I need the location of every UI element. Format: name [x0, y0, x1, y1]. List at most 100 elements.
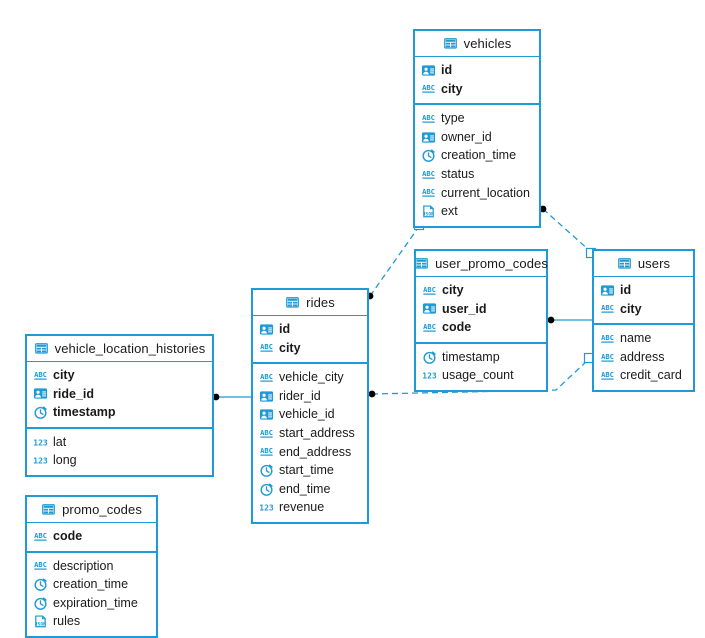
svg-text:JSON: JSON: [35, 622, 46, 628]
svg-text:ABC: ABC: [601, 303, 614, 312]
field-label: revenue: [279, 500, 325, 515]
svg-text:ABC: ABC: [601, 333, 614, 342]
column-creation_time[interactable]: creation_time: [27, 575, 156, 594]
primary-key-city[interactable]: ABC city: [594, 300, 693, 319]
abc-icon: ABC: [260, 372, 273, 382]
edge-line: [369, 227, 419, 297]
abc-icon: ABC: [34, 531, 47, 541]
svg-text:ABC: ABC: [34, 560, 47, 569]
entity-title: users: [637, 256, 671, 271]
abc-icon: ABC: [601, 333, 614, 343]
entity-header-promo_codes[interactable]: promo_codes: [27, 497, 156, 523]
svg-text:ABC: ABC: [34, 370, 47, 379]
uuid-icon: [600, 285, 615, 296]
column-timestamp[interactable]: timestamp: [416, 348, 546, 367]
primary-key-id[interactable]: id: [253, 320, 367, 339]
entity-header-vehicle_location_histories[interactable]: vehicle_location_histories: [27, 336, 212, 362]
column-owner_id[interactable]: owner_id: [415, 128, 539, 147]
123-icon: 123: [422, 372, 437, 381]
uuid-icon: [421, 131, 436, 143]
uuid-icon: [259, 409, 274, 420]
abc-icon: ABC: [34, 560, 47, 571]
svg-text:ABC: ABC: [422, 187, 435, 196]
field-label: rules: [53, 614, 81, 629]
column-rider_id[interactable]: rider_id: [253, 387, 367, 406]
table-icon: [415, 258, 428, 269]
primary-key-id[interactable]: id: [594, 281, 693, 300]
svg-text:ABC: ABC: [601, 370, 614, 379]
entity-title: rides: [306, 295, 335, 310]
svg-text:ABC: ABC: [422, 113, 435, 122]
svg-text:123: 123: [422, 372, 437, 381]
table-icon: [617, 258, 631, 269]
entity-header-vehicles[interactable]: vehicles: [415, 31, 539, 57]
edge-line: [542, 208, 591, 252]
column-start_time[interactable]: start_time: [253, 461, 367, 480]
entity-title: vehicles: [463, 36, 512, 51]
svg-text:ABC: ABC: [423, 285, 436, 294]
column-end_time[interactable]: end_time: [253, 480, 367, 499]
field-label: start_address: [279, 426, 355, 441]
field-label: ext: [441, 204, 458, 219]
primary-key-timestamp[interactable]: timestamp: [27, 403, 212, 422]
field-label: id: [441, 63, 453, 78]
column-vehicle_id[interactable]: vehicle_id: [253, 405, 367, 424]
entity-header-user_promo_codes[interactable]: user_promo_codes: [415, 251, 548, 277]
abc-icon: ABC: [601, 370, 614, 380]
uuid-icon: [259, 390, 274, 402]
column-creation_time[interactable]: creation_time: [415, 146, 539, 165]
abc-icon: ABC: [423, 285, 436, 295]
primary-key-id[interactable]: id: [415, 61, 539, 80]
column-rules[interactable]: JSON rules: [27, 612, 156, 631]
field-label: vehicle_id: [279, 407, 335, 422]
relationship-user_promo_codes-to-users[interactable]: [547, 316, 592, 324]
column-ext[interactable]: JSON ext: [415, 202, 539, 221]
field-label: current_location: [441, 185, 530, 200]
field-label: creation_time: [441, 148, 517, 163]
column-current_location[interactable]: ABC current_location: [415, 184, 539, 203]
entity-header-rides[interactable]: rides: [253, 290, 367, 316]
column-expiration_time[interactable]: expiration_time: [27, 594, 156, 613]
primary-key-ride_id[interactable]: ride_id: [27, 385, 212, 404]
table-icon: [34, 343, 48, 354]
123-icon: 123: [33, 457, 48, 466]
field-label: start_time: [279, 463, 334, 478]
relationship-vehicle_location_histories-to-rides[interactable]: [212, 393, 251, 401]
primary-key-user_id[interactable]: user_id: [416, 300, 546, 319]
field-label: type: [441, 111, 465, 126]
svg-text:JSON: JSON: [423, 212, 434, 218]
entity-header-users[interactable]: users: [594, 251, 693, 277]
field-label: city: [620, 301, 642, 316]
column-type[interactable]: ABC type: [415, 109, 539, 128]
